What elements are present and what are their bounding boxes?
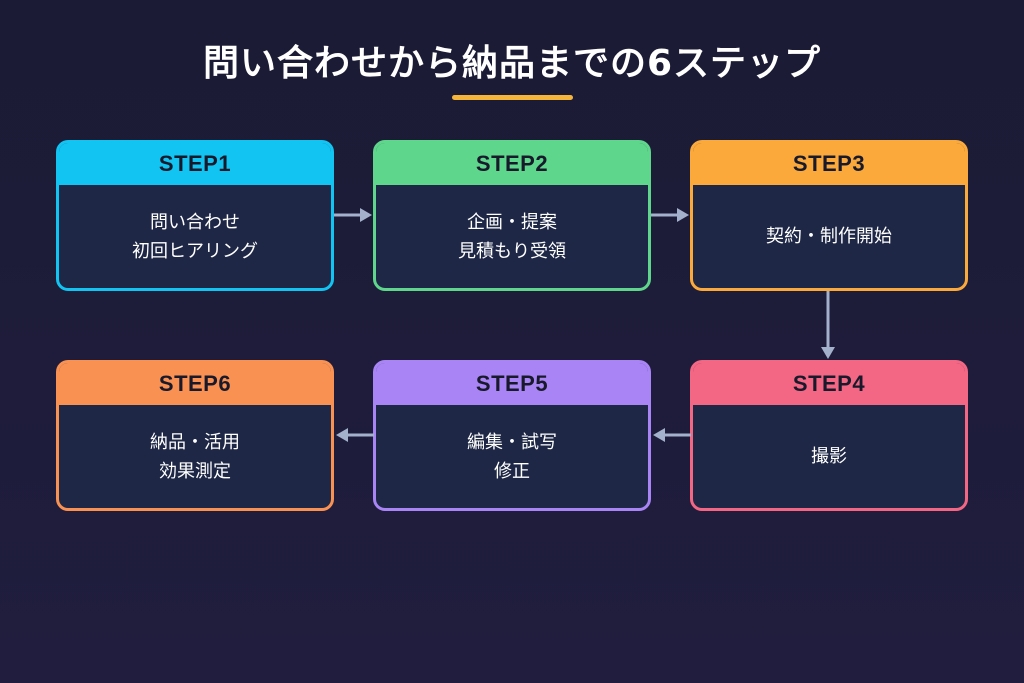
page-title: 問い合わせから納品までの6ステップ — [202, 43, 822, 84]
step-header: STEP3 — [693, 143, 965, 185]
step-description-line: 問い合わせ — [150, 211, 240, 233]
step-description: 撮影 — [693, 405, 965, 508]
arrow-left-icon — [653, 428, 691, 442]
step-card-4: STEP4 撮影 — [690, 360, 968, 511]
step-card-5: STEP5 編集・試写 修正 — [373, 360, 651, 511]
step-description: 問い合わせ 初回ヒアリング — [59, 185, 331, 288]
step-description: 編集・試写 修正 — [376, 405, 648, 508]
step-description-line: 見積もり受領 — [458, 240, 566, 262]
title-underline — [452, 95, 573, 100]
step-description-line: 初回ヒアリング — [132, 240, 258, 262]
step-header: STEP2 — [376, 143, 648, 185]
step-description-line: 企画・提案 — [467, 211, 557, 233]
arrow-left-icon — [336, 428, 374, 442]
step-header: STEP4 — [693, 363, 965, 405]
step-header: STEP5 — [376, 363, 648, 405]
step-description-line: 編集・試写 — [467, 431, 557, 453]
step-description-line: 撮影 — [811, 446, 847, 467]
step-card-1: STEP1 問い合わせ 初回ヒアリング — [56, 140, 334, 291]
step-description-line: 契約・制作開始 — [766, 226, 892, 247]
step-description-line: 納品・活用 — [150, 431, 240, 453]
step-description: 契約・制作開始 — [693, 185, 965, 288]
step-header: STEP6 — [59, 363, 331, 405]
arrow-down-icon — [821, 291, 835, 359]
step-description-line: 効果測定 — [159, 460, 231, 482]
step-header: STEP1 — [59, 143, 331, 185]
step-description: 企画・提案 見積もり受領 — [376, 185, 648, 288]
arrow-right-icon — [334, 208, 372, 222]
step-card-6: STEP6 納品・活用 効果測定 — [56, 360, 334, 511]
step-description: 納品・活用 効果測定 — [59, 405, 331, 508]
step-description-line: 修正 — [494, 460, 530, 482]
arrow-right-icon — [651, 208, 689, 222]
step-card-3: STEP3 契約・制作開始 — [690, 140, 968, 291]
step-card-2: STEP2 企画・提案 見積もり受領 — [373, 140, 651, 291]
